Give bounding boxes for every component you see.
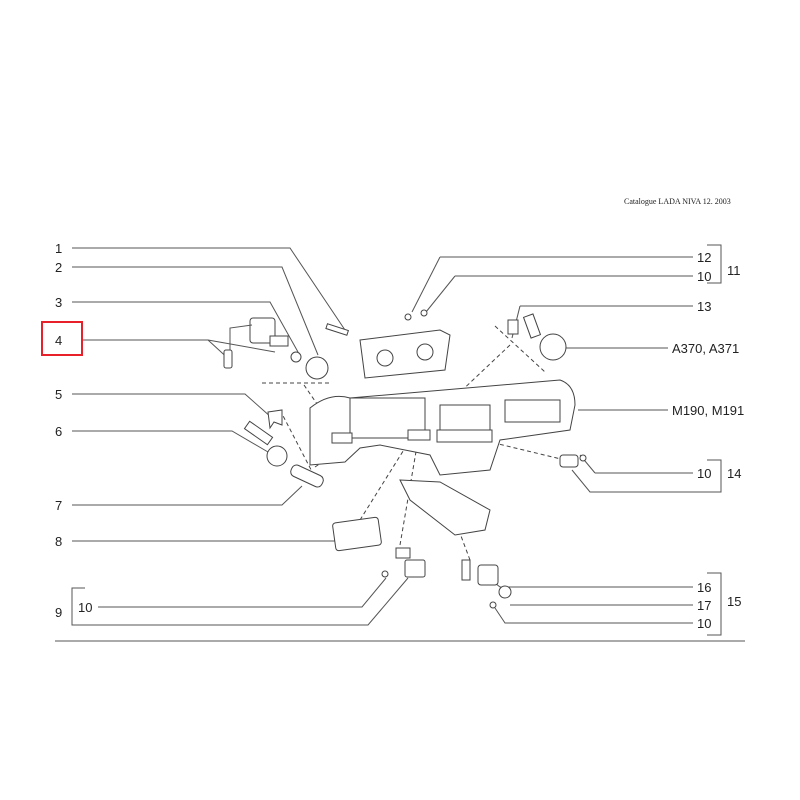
callout-13: 13 [697,299,711,314]
callout-9-10: 10 [78,600,92,615]
callout-4[interactable]: 4 [55,333,62,348]
callout-17: 17 [697,598,711,613]
callout-7: 7 [55,498,62,513]
callout-14-10: 10 [697,466,711,481]
instrument-cluster [359,329,451,379]
callout-m190: M190, M191 [672,403,744,418]
callout-2: 2 [55,260,62,275]
callout-14: 14 [727,466,741,481]
callout-3: 3 [55,295,62,310]
callout-a370: A370, A371 [672,341,739,356]
callout-5: 5 [55,387,62,402]
callout-12: 12 [697,250,711,265]
callout-11-10: 10 [697,269,711,284]
callout-8: 8 [55,534,62,549]
callout-16: 16 [697,580,711,595]
callout-6: 6 [55,424,62,439]
callout-11: 11 [727,263,741,278]
callout-1: 1 [55,241,62,256]
callout-9: 9 [55,605,62,620]
switch-parts [223,309,587,609]
callout-15: 15 [727,594,741,609]
catalogue-title: Catalogue LADA NIVA 12. 2003 [624,197,731,206]
dashboard [309,379,576,536]
callout-15-10: 10 [697,616,711,631]
highlight-box [41,321,83,356]
